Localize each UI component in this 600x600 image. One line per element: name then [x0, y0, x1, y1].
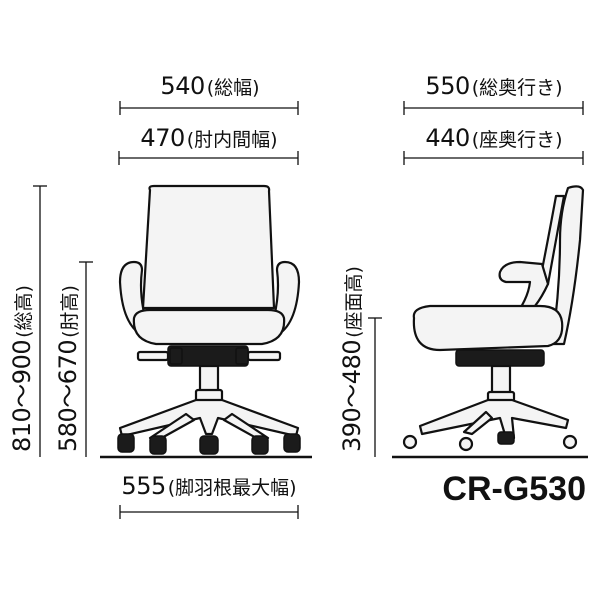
chair-side-view — [402, 185, 585, 452]
base-max-width-value: 555 — [121, 472, 165, 500]
overall-depth-value: 550 — [425, 72, 469, 100]
base-max-width-dimension: 555(脚羽根最大幅) — [119, 472, 299, 519]
side-seat — [412, 304, 564, 352]
overall-height-value: 810〜900 — [8, 340, 36, 452]
svg-text:810〜900(総高): 810〜900(総高) — [8, 285, 36, 452]
seat-depth-value: 440 — [425, 124, 469, 152]
side-gas-column — [490, 364, 512, 396]
overall-depth-dimension: 550(総奥行き) — [403, 72, 584, 115]
overall-height-dimension: 810〜900(総高) — [8, 185, 47, 457]
overall-width-label: (総幅) — [207, 77, 260, 99]
armrest-inner-width-dimension: 470(肘内間幅) — [118, 124, 299, 165]
front-gas-column — [198, 364, 220, 394]
armrest-inner-width-value: 470 — [140, 124, 184, 152]
overall-width-dimension: 540(総幅) — [119, 72, 299, 115]
armrest-height-label: (肘高) — [59, 285, 81, 338]
svg-text:555(脚羽根最大幅): 555(脚羽根最大幅) — [121, 472, 296, 500]
seat-height-label: (座面高) — [343, 266, 365, 338]
side-base — [418, 398, 570, 440]
front-casters — [117, 433, 301, 455]
svg-text:470(肘内間幅): 470(肘内間幅) — [140, 124, 277, 152]
armrest-height-value: 580〜670 — [54, 340, 82, 452]
base-max-width-label: (脚羽根最大幅) — [168, 477, 297, 499]
svg-text:550(総奥行き): 550(総奥行き) — [425, 72, 562, 100]
armrest-inner-width-label: (肘内間幅) — [187, 129, 278, 151]
front-seat — [132, 308, 286, 346]
chair-front-view — [117, 184, 301, 455]
seat-height-value: 390〜480 — [338, 340, 366, 452]
side-mechanism — [455, 349, 545, 367]
side-backrest — [550, 185, 585, 346]
seat-height-dimension: 390〜480(座面高) — [338, 266, 382, 457]
side-casters — [402, 431, 578, 452]
front-base — [118, 398, 300, 438]
model-name: CR-G530 — [442, 470, 586, 508]
overall-width-value: 540 — [160, 72, 204, 100]
svg-text:540(総幅): 540(総幅) — [160, 72, 259, 100]
front-backrest — [141, 184, 276, 310]
svg-text:580〜670(肘高): 580〜670(肘高) — [54, 285, 82, 452]
svg-text:390〜480(座面高): 390〜480(座面高) — [338, 266, 366, 452]
seat-depth-label: (座奥行き) — [472, 129, 563, 151]
overall-depth-label: (総奥行き) — [472, 77, 563, 99]
armrest-height-dimension: 580〜670(肘高) — [54, 261, 93, 457]
svg-text:440(座奥行き): 440(座奥行き) — [425, 124, 562, 152]
overall-height-label: (総高) — [13, 285, 35, 338]
seat-depth-dimension: 440(座奥行き) — [403, 124, 584, 165]
